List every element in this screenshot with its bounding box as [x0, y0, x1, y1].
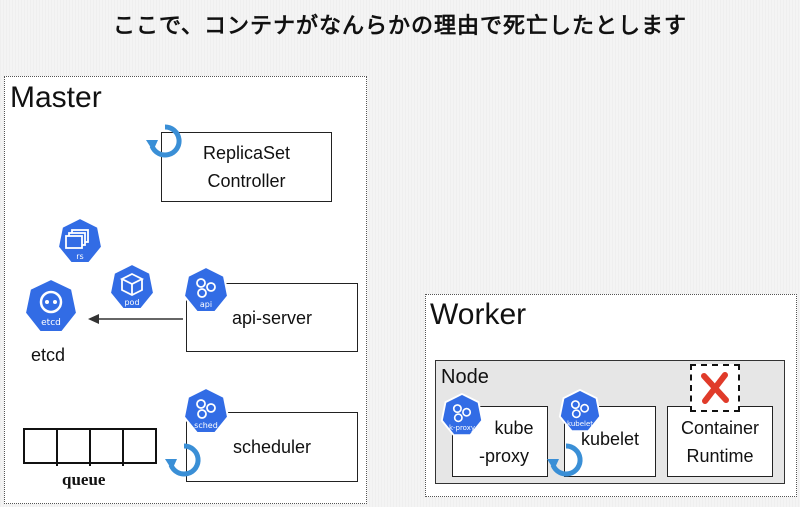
- master-label: Master: [10, 81, 102, 114]
- sched-icon-text: sched: [194, 421, 218, 430]
- rs-icon-text: rs: [76, 252, 84, 261]
- container-runtime-box: Container Runtime: [667, 406, 773, 477]
- kubelet-label: kubelet: [580, 429, 640, 449]
- kubelet-reconcile-icon: [546, 440, 586, 480]
- api-server-label: api-server: [231, 307, 313, 328]
- kube-proxy-line1: kube: [494, 417, 534, 438]
- scheduler-label: scheduler: [232, 437, 312, 457]
- replicaset-controller-label: ReplicaSet Controller: [202, 143, 291, 191]
- queue-label: queue: [62, 470, 106, 489]
- node-label: Node: [441, 366, 489, 388]
- kube-proxy-line2: -proxy: [478, 445, 529, 466]
- api-icon: api: [182, 265, 230, 315]
- reconcile-loop-icon: [145, 121, 185, 161]
- cross-icon: [701, 372, 729, 404]
- container-runtime-line1: Container: [680, 417, 760, 438]
- queue-slot: [25, 430, 58, 466]
- k-proxy-icon: k-proxy: [440, 392, 484, 438]
- api-icon-text: api: [199, 300, 213, 309]
- etcd-icon-text: etcd: [41, 318, 61, 328]
- queue-slot: [91, 430, 124, 466]
- sched-icon: sched: [182, 386, 230, 436]
- replicaset-controller-box: ReplicaSet Controller: [161, 132, 332, 202]
- slide-title: ここで、コンテナがなんらかの理由で死亡したとします: [112, 14, 688, 39]
- pod-icon: pod: [108, 262, 156, 312]
- kubelet-icon-text: kubelet: [566, 420, 594, 428]
- queue-slot: [58, 430, 91, 466]
- dead-container: [690, 364, 740, 412]
- etcd-label: etcd: [31, 345, 66, 365]
- pod-icon-text: pod: [124, 298, 140, 307]
- k-proxy-icon-text: k-proxy: [448, 424, 476, 432]
- queue: [23, 428, 157, 466]
- worker-label: Worker: [430, 298, 527, 331]
- etcd-icon: etcd: [23, 277, 79, 335]
- api-to-etcd-arrow: [88, 311, 184, 330]
- kubelet-icon: kubelet: [558, 388, 602, 434]
- scheduler-reconcile-icon: [164, 440, 204, 480]
- container-runtime-line2: Runtime: [686, 445, 754, 466]
- rs-icon: rs: [56, 216, 104, 266]
